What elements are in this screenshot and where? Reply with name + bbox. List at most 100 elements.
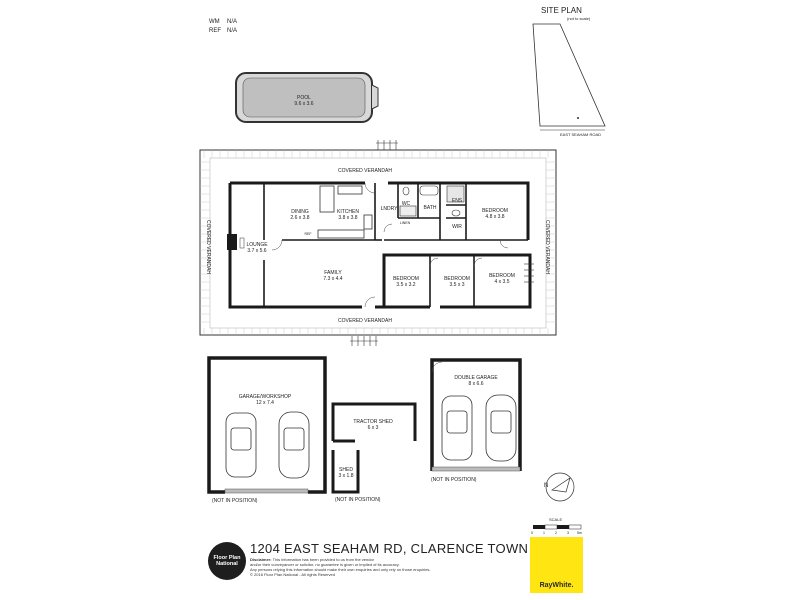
garage-workshop-dims: 12 x 7.4 <box>256 400 274 406</box>
site-plan-house-marker <box>577 117 579 119</box>
site-plan-title: SITE PLAN <box>541 6 582 15</box>
scale-bar <box>533 524 582 530</box>
ref-label: REF <box>209 28 221 34</box>
verandah-outline <box>199 149 557 336</box>
bed3-dims: 3.5 x 3 <box>449 282 465 288</box>
raywhite-logo: RayWhite. <box>530 537 583 593</box>
tractor-shed-name: TRACTOR SHED <box>353 419 393 425</box>
disclaimer-line-3: Any persons relying this information sho… <box>250 567 431 572</box>
car-icons <box>225 394 517 479</box>
disclaimer: Disclaimer: This information has been pr… <box>250 557 480 577</box>
dining-dims: 2.6 x 3.8 <box>290 215 310 221</box>
kitchen-benches <box>317 185 373 239</box>
north-arrow-icon <box>545 472 575 502</box>
scale-title: SCALE <box>549 517 563 522</box>
door-swings <box>271 182 509 308</box>
bed1-name: BEDROOM <box>482 208 508 214</box>
double-garage-name: DOUBLE GARAGE <box>454 375 498 381</box>
pool-name: POOL <box>297 95 311 101</box>
shed-name: SHED <box>339 467 353 473</box>
verandah-left-label: COVERED VERANDAH <box>204 220 211 274</box>
lounge-name: LOUNGE <box>246 242 268 248</box>
disclaimer-line-2: and/or their conveyancer or solicitor, n… <box>250 562 400 567</box>
bathroom-fixtures <box>399 185 465 217</box>
room-linen: LINEN <box>399 221 411 225</box>
property-address: 1204 EAST SEAHAM RD, CLARENCE TOWN <box>250 541 529 556</box>
verandah-right-label: COVERED VERANDAH <box>543 220 550 274</box>
logo-text: Floor Plan National <box>213 555 241 567</box>
fridge-label: REF <box>304 232 312 236</box>
ref-value: N/A <box>227 28 238 34</box>
fireplace <box>227 234 245 250</box>
pool-dims: 9.6 x 3.6 <box>294 101 314 107</box>
bed4-name: BEDROOM <box>489 273 515 279</box>
family-dims: 7.3 x 4.4 <box>323 276 343 282</box>
raywhite-text: RayWhite. <box>539 582 574 589</box>
stairs-bottom <box>350 336 378 346</box>
scale-mark-2: 2 <box>555 531 557 535</box>
room-wc: WC <box>401 201 411 207</box>
north-label: N <box>544 483 549 489</box>
bed4-dims: 4 x 3.5 <box>494 279 510 285</box>
double-garage-not-in-position: (NOT IN POSITION) <box>431 477 477 483</box>
bed2-dims: 3.5 x 3.2 <box>396 282 416 288</box>
stairs-right <box>524 263 534 283</box>
room-bath: BATH <box>423 205 437 211</box>
family-name: FAMILY <box>324 270 342 276</box>
listing-meta: WM N/A REF N/A <box>209 18 245 36</box>
disclaimer-line-1: This information has been provided to us… <box>272 557 375 562</box>
site-plan-boundary <box>532 23 606 127</box>
kitchen-name: KITCHEN <box>337 209 359 215</box>
bed1-dims: 4.8 x 3.8 <box>485 214 505 220</box>
site-plan-subtitle: (not to scale) <box>567 16 591 21</box>
scale-mark-3: 3 <box>567 531 569 535</box>
scale-mark-5m: 5m <box>577 531 582 535</box>
kitchen-dims: 3.8 x 3.8 <box>338 215 358 221</box>
copyright: © 2016 Floor Plan National - All rights … <box>250 572 335 577</box>
verandah-inner <box>209 157 547 329</box>
shed-walls <box>331 450 360 494</box>
verandah-top-label: COVERED VERANDAH <box>338 168 392 174</box>
floor-plan-national-logo: Floor Plan National <box>208 542 246 580</box>
pool-shape <box>235 72 379 123</box>
shed-dims: 3 x 1.8 <box>338 473 354 479</box>
dining-name: DINING <box>291 209 309 215</box>
verandah-decking <box>200 150 556 335</box>
double-garage-door <box>431 466 521 472</box>
shed-not-in-position: (NOT IN POSITION) <box>335 497 381 503</box>
garage-workshop-walls <box>207 356 327 494</box>
wm-value: N/A <box>227 19 238 25</box>
room-laundry: LNDRY <box>380 206 398 212</box>
house-walls <box>228 181 532 309</box>
garage-workshop-door <box>224 488 309 494</box>
stairs-top <box>376 140 398 150</box>
double-garage-walls <box>430 358 522 471</box>
scale-mark-0: 0 <box>531 531 533 535</box>
double-garage-dims: 8 x 6.6 <box>468 381 484 387</box>
disclaimer-title: Disclaimer: <box>250 557 272 562</box>
bed3-name: BEDROOM <box>444 276 470 282</box>
wm-label: WM <box>209 19 220 25</box>
room-ensuite: ENS <box>451 198 463 204</box>
double-garage-entry-door <box>431 361 443 373</box>
interior-walls <box>263 183 528 307</box>
tractor-shed-dims: 6 x 3 <box>367 425 379 431</box>
lounge-dims: 3.7 x 5.6 <box>247 248 267 254</box>
site-plan-road: EAST SEAHAM ROAD <box>560 132 602 137</box>
garage-not-in-position: (NOT IN POSITION) <box>212 498 258 504</box>
bed2-name: BEDROOM <box>393 276 419 282</box>
